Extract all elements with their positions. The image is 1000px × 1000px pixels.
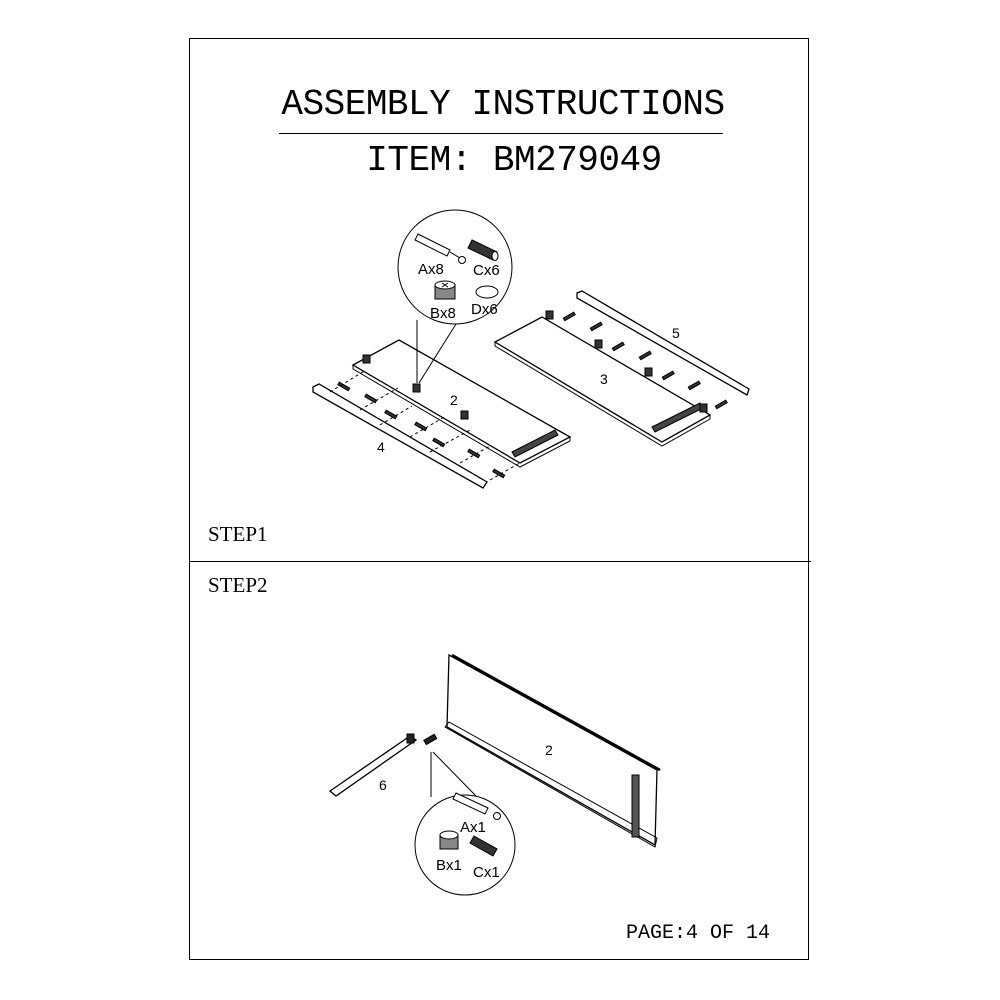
cam-lock-icon: [439, 830, 459, 850]
rail-6: [328, 735, 418, 797]
step-divider: [189, 561, 811, 562]
hardware-b-label: Bx8: [430, 305, 456, 322]
title-underline: [279, 133, 723, 134]
dowel-icon: [469, 835, 498, 857]
callout-leader-line: [418, 323, 457, 384]
item-number: ITEM: BM279049: [366, 140, 662, 181]
dowel-fitting: [423, 733, 438, 746]
part-label-4: 4: [377, 439, 385, 455]
hardware-c-label-2: Cx1: [473, 864, 500, 881]
part-label-5: 5: [672, 325, 680, 341]
cam-bolt-icon: [452, 792, 501, 820]
hardware-a-label: Ax8: [418, 261, 444, 278]
panel-2-hinge-strip: [511, 429, 559, 458]
step1-diagram: Ax8 Cx6 Bx8 Dx6 2 4: [312, 209, 750, 489]
hardware-callout-circle-2: [414, 794, 516, 896]
panel-hinge-strip: [631, 774, 640, 838]
part-label-6: 6: [379, 777, 387, 793]
page-frame: [189, 38, 809, 960]
hardware-c-label: Cx6: [473, 262, 500, 279]
fittings-left: [337, 354, 506, 479]
document-title: ASSEMBLY INSTRUCTIONS: [281, 84, 725, 125]
hardware-d-label: Dx6: [471, 301, 498, 318]
cover-cap-icon: [475, 285, 499, 299]
part-label-2: 2: [450, 392, 458, 408]
step2-diagram: Ax1 Bx1 Cx1 2 6: [328, 653, 661, 896]
rail-4: [312, 383, 488, 489]
dowel-icon: [467, 239, 499, 261]
hardware-a-label-2: Ax1: [460, 819, 486, 836]
part-label-3: 3: [600, 371, 608, 387]
page-number: PAGE:4 OF 14: [626, 922, 771, 945]
callout-leader-line: [432, 751, 477, 797]
hardware-callout-circle: [397, 209, 513, 325]
step1-label: STEP1: [208, 522, 268, 546]
fittings-right: [545, 310, 728, 413]
step2-label: STEP2: [208, 573, 268, 597]
rail-5: [576, 290, 750, 396]
alignment-lines-left: [329, 369, 526, 481]
hardware-b-label-2: Bx1: [436, 857, 462, 874]
cam-lock-icon: [434, 280, 456, 300]
cam-lock-fitting: [406, 733, 415, 744]
cam-bolt-icon: [414, 233, 466, 264]
part-label-2: 2: [545, 742, 553, 758]
